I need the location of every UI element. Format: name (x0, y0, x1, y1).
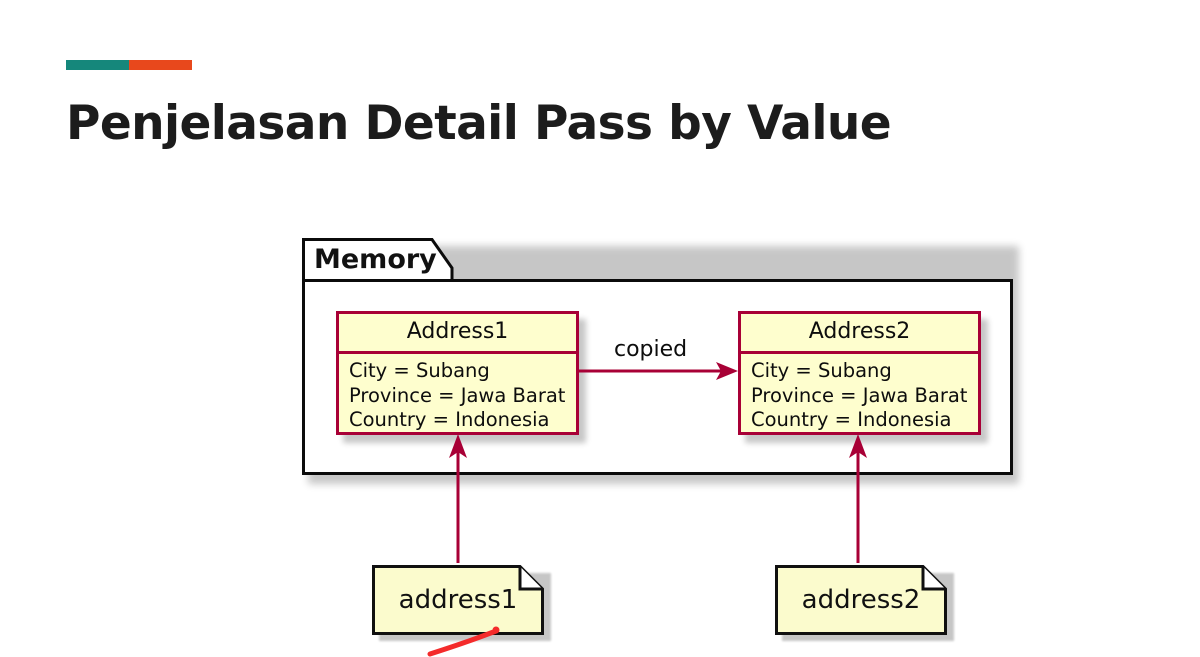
address1-attributes: City = Subang Province = Jawa Barat Coun… (339, 354, 576, 437)
accent-bar-segment-teal (66, 60, 129, 70)
page-title: Penjelasan Detail Pass by Value (66, 96, 892, 151)
address2-attributes: City = Subang Province = Jawa Barat Coun… (741, 354, 978, 437)
memory-package-tab-shape (302, 238, 454, 282)
address1-attribute-city: City = Subang (349, 359, 490, 382)
accent-bar-segment-orange (129, 60, 192, 70)
note-address2[interactable]: address2 (775, 565, 954, 641)
address1-attribute-province: Province = Jawa Barat (349, 383, 566, 407)
address1-attribute-country: Country = Indonesia (349, 408, 550, 431)
address2-object-box[interactable]: Address2 City = Subang Province = Jawa B… (738, 311, 981, 435)
address1-object-box[interactable]: Address1 City = Subang Province = Jawa B… (336, 311, 579, 435)
note-address1-shape (372, 565, 551, 641)
address2-attribute-city: City = Subang (751, 359, 892, 382)
memory-package-label: Memory (314, 244, 437, 275)
accent-bar (66, 60, 192, 70)
address1-title: Address1 (339, 314, 576, 354)
address2-title: Address2 (741, 314, 978, 354)
address2-attribute-province: Province = Jawa Barat (751, 383, 968, 407)
note-address2-shape (775, 565, 954, 641)
copied-connector-label: copied (614, 337, 688, 362)
note-address1[interactable]: address1 (372, 565, 551, 641)
address2-attribute-country: Country = Indonesia (751, 408, 952, 431)
